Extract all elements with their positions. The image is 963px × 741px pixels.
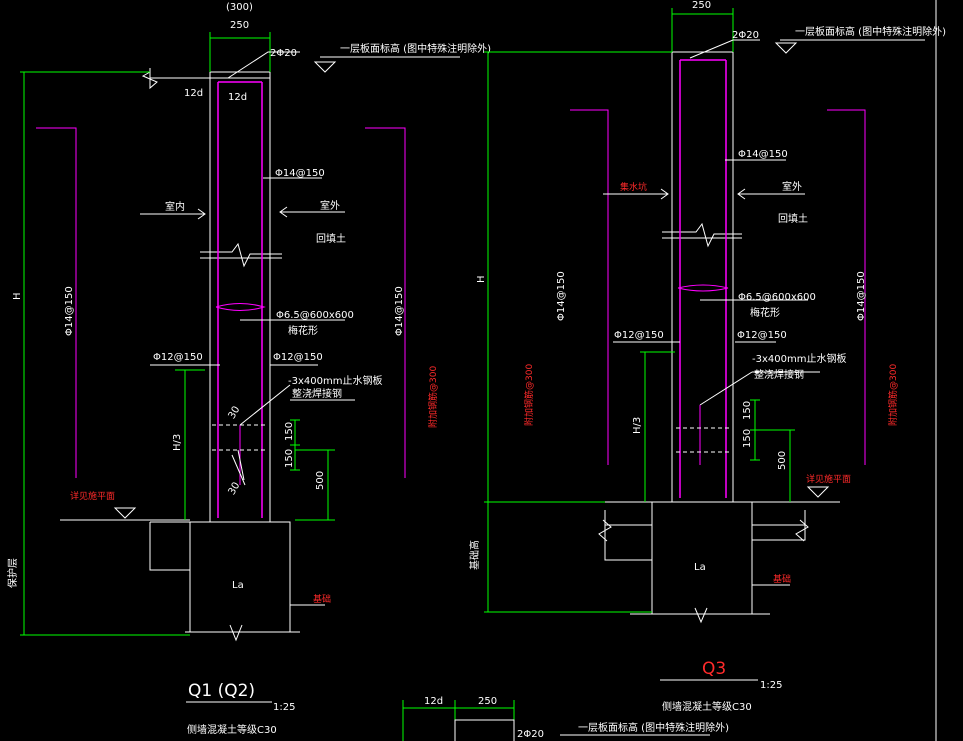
q3-red-side-left: 附加钢筋@300 — [523, 364, 535, 426]
q3-rebar-top: 2Φ20 — [732, 30, 759, 41]
q1-title: Q1 (Q2) — [188, 681, 255, 701]
q3-dim-150b: 150 — [742, 429, 753, 448]
q1-rebar-cage — [217, 81, 263, 518]
q3-title: Q3 — [702, 659, 726, 679]
q3-dim-H: H — [476, 275, 487, 283]
q1-dim-30a: 30 — [227, 404, 243, 421]
q3-waterstop-note: 整浇焊接钢 — [754, 368, 804, 381]
q3-side-bracket-left — [570, 109, 609, 465]
q1-red-base: 基础 — [313, 593, 331, 605]
q3-break-line — [662, 222, 742, 248]
q3-waterstop: -3x400mm止水钢板 — [752, 352, 846, 365]
q3-arrow-pit — [603, 188, 669, 200]
q3-scale: 1:25 — [760, 680, 782, 691]
q1-dim-H — [20, 71, 150, 520]
q3-wall-outline — [671, 51, 734, 502]
q1-dim-12d-b: 12d — [228, 92, 247, 103]
q1-side-bracket-left — [36, 127, 77, 478]
q1-dim-250: 250 — [230, 20, 249, 31]
q3-footing — [605, 501, 805, 615]
q1-dim-H3: H/3 — [172, 434, 183, 451]
q1-arrow-outdoor — [279, 206, 345, 218]
q1-side-bar-right: Φ14@150 — [394, 286, 405, 336]
bottom-partial-detail: 12d 250 2Φ20 一层板面标高 (图中特殊注明除外) — [402, 696, 729, 741]
q3-dim-H — [484, 51, 672, 613]
q3-red-ground: 详见施平面 — [806, 473, 851, 485]
q3-ground-mark — [806, 486, 830, 498]
q1-red-ground: 详见施平面 — [70, 490, 115, 502]
q3-floor-note: 一层板面标高 (图中特殊注明除外) — [795, 25, 946, 38]
q3-arrow-outdoor — [737, 188, 805, 200]
q3-tie-bar-label: Φ6.5@600x600 — [738, 292, 816, 303]
q1-dim-H: H — [12, 292, 23, 300]
q3-dim-top — [671, 8, 734, 52]
q1-scale: 1:25 — [273, 702, 295, 713]
q3-dim-H3: H/3 — [632, 417, 643, 434]
q3-red-side-right: 附加钢筋@300 — [887, 364, 899, 426]
q3-dim-250: 250 — [692, 0, 711, 11]
q3-detail: 250 2Φ20 一层板面标高 (图中特殊注明除外) Φ14@150 集水坑 室… — [468, 0, 946, 713]
q1-floor-note: 一层板面标高 (图中特殊注明除外) — [340, 42, 491, 55]
bottom-dim-250: 250 — [478, 696, 497, 707]
bottom-floor-note: 一层板面标高 (图中特殊注明除外) — [578, 721, 729, 734]
q1-break-line — [200, 242, 282, 268]
q1-ground-mark — [113, 507, 137, 519]
q1-dim-300: (300) — [226, 2, 253, 13]
q1-dim-top — [209, 32, 271, 72]
q1-dim-12d-a: 12d — [184, 88, 203, 99]
q3-vert-bar: Φ14@150 — [738, 149, 788, 160]
q1-left-note: 保护层 — [6, 558, 19, 588]
q3-left-bar: Φ12@150 — [614, 330, 664, 341]
q1-la: La — [232, 580, 244, 591]
q3-dim-150a: 150 — [742, 401, 753, 420]
q1-detail: (300) 250 2Φ20 一层板面标高 (图中特殊注明除外) 12d 12d… — [6, 2, 491, 736]
q3-right-bar: Φ12@150 — [737, 330, 787, 341]
q1-waterstop: -3x400mm止水钢板 — [288, 374, 382, 387]
q3-tie-bar — [677, 284, 729, 292]
q3-side-bracket-right — [827, 109, 866, 465]
q1-dim-150a: 150 — [284, 422, 295, 441]
q3-concrete: 侧墙混凝土等级C30 — [662, 700, 752, 713]
q3-side-bar-left: Φ14@150 — [556, 271, 567, 321]
q3-left-note: 基础高 — [468, 540, 481, 570]
q1-side-bracket-right — [365, 127, 406, 478]
q1-right-bar: Φ12@150 — [273, 352, 323, 363]
q1-tie-bar-label: Φ6.5@600x600 — [276, 310, 354, 321]
q3-label-pit: 集水坑 — [620, 181, 647, 193]
q1-left-bar: Φ12@150 — [153, 352, 203, 363]
q1-tie-bar — [215, 303, 266, 311]
q1-tie-note: 梅花形 — [288, 324, 318, 337]
q1-dim-150b: 150 — [284, 449, 295, 468]
q3-dim-500: 500 — [777, 451, 788, 470]
q3-label-backfill: 回填土 — [778, 212, 808, 225]
q1-side-bar-left: Φ14@150 — [64, 286, 75, 336]
bottom-dim-12d: 12d — [424, 696, 443, 707]
q1-waterstop-note: 整浇焊接钢 — [292, 387, 342, 400]
q3-label-outdoor: 室外 — [782, 180, 802, 193]
q1-label-indoor: 室内 — [165, 200, 185, 213]
q1-label-backfill: 回填土 — [316, 232, 346, 245]
q3-la: La — [694, 562, 706, 573]
bottom-rebar: 2Φ20 — [517, 729, 544, 740]
q1-footing — [150, 521, 291, 633]
q3-rebar-cage — [679, 59, 727, 498]
q3-side-bar-right: Φ14@150 — [856, 271, 867, 321]
q3-tie-note: 梅花形 — [750, 306, 780, 319]
q1-vert-bar: Φ14@150 — [275, 168, 325, 179]
q1-label-outdoor: 室外 — [320, 199, 340, 212]
q1-concrete: 侧墙混凝土等级C30 — [187, 723, 277, 736]
q1-arrow-indoor — [140, 208, 206, 220]
q3-red-base: 基础 — [773, 573, 791, 585]
q1-red-side: 附加钢筋@300 — [427, 366, 439, 428]
q1-dim-500: 500 — [315, 471, 326, 490]
q1-rebar-top: 2Φ20 — [270, 48, 297, 59]
